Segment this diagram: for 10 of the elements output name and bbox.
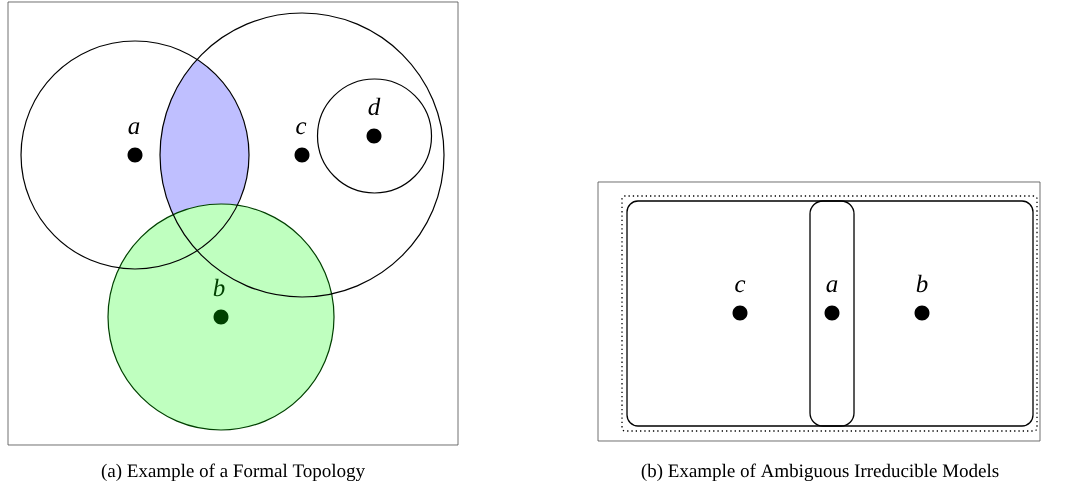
point-label: b bbox=[213, 278, 225, 297]
point-label: c bbox=[735, 280, 746, 293]
figure-caption: (b) Example of Ambiguous Irreducible Models bbox=[641, 463, 999, 482]
point-label: d bbox=[368, 97, 381, 116]
point-label: a bbox=[128, 122, 140, 135]
point-label: a bbox=[826, 280, 838, 293]
point-label: c bbox=[296, 122, 307, 135]
figure-caption: (a) Example of a Formal Topology bbox=[101, 463, 365, 482]
intersection-region bbox=[160, 59, 249, 215]
point-label: b bbox=[916, 274, 928, 293]
